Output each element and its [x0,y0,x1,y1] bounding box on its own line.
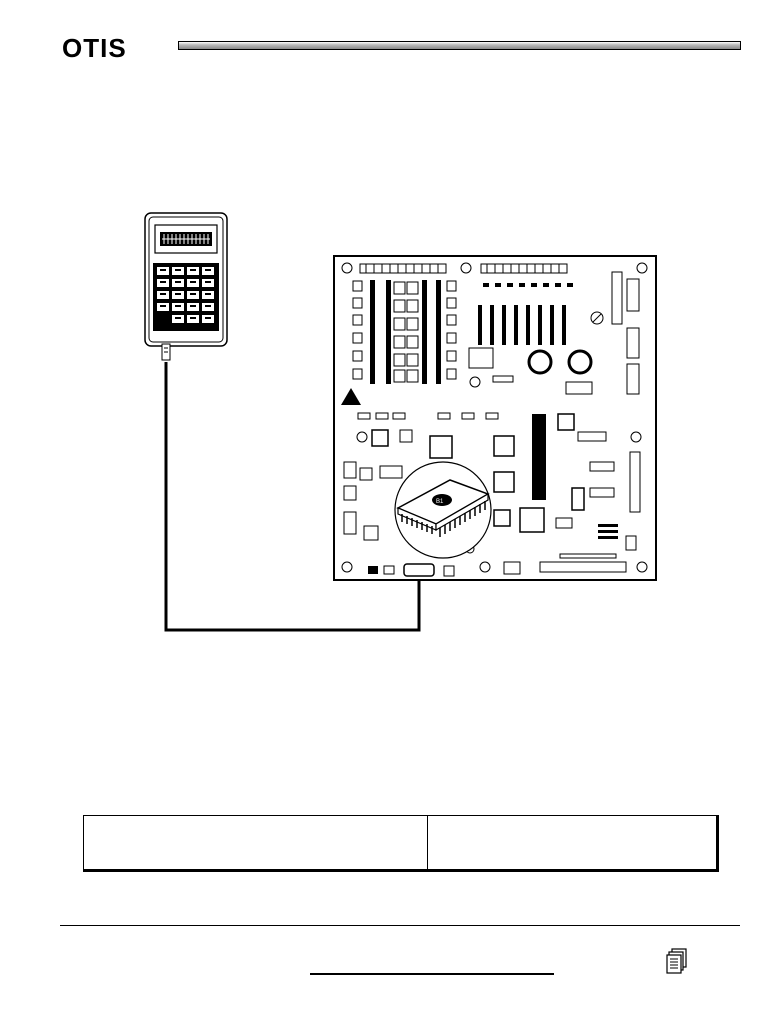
eprom-callout: B1 [394,461,492,559]
controller-board [333,255,657,581]
document-stack-icon[interactable] [666,948,688,974]
info-table [83,815,719,872]
otis-logo: OTIS [62,33,127,63]
table-row [83,815,718,871]
header-rule [178,41,741,50]
footer-rule [60,925,740,926]
chip-label: B1 [436,499,444,505]
service-cable [164,362,421,632]
footer-underline [310,973,554,975]
table-cell [83,815,428,871]
service-tool [144,212,228,361]
table-cell [427,815,718,871]
